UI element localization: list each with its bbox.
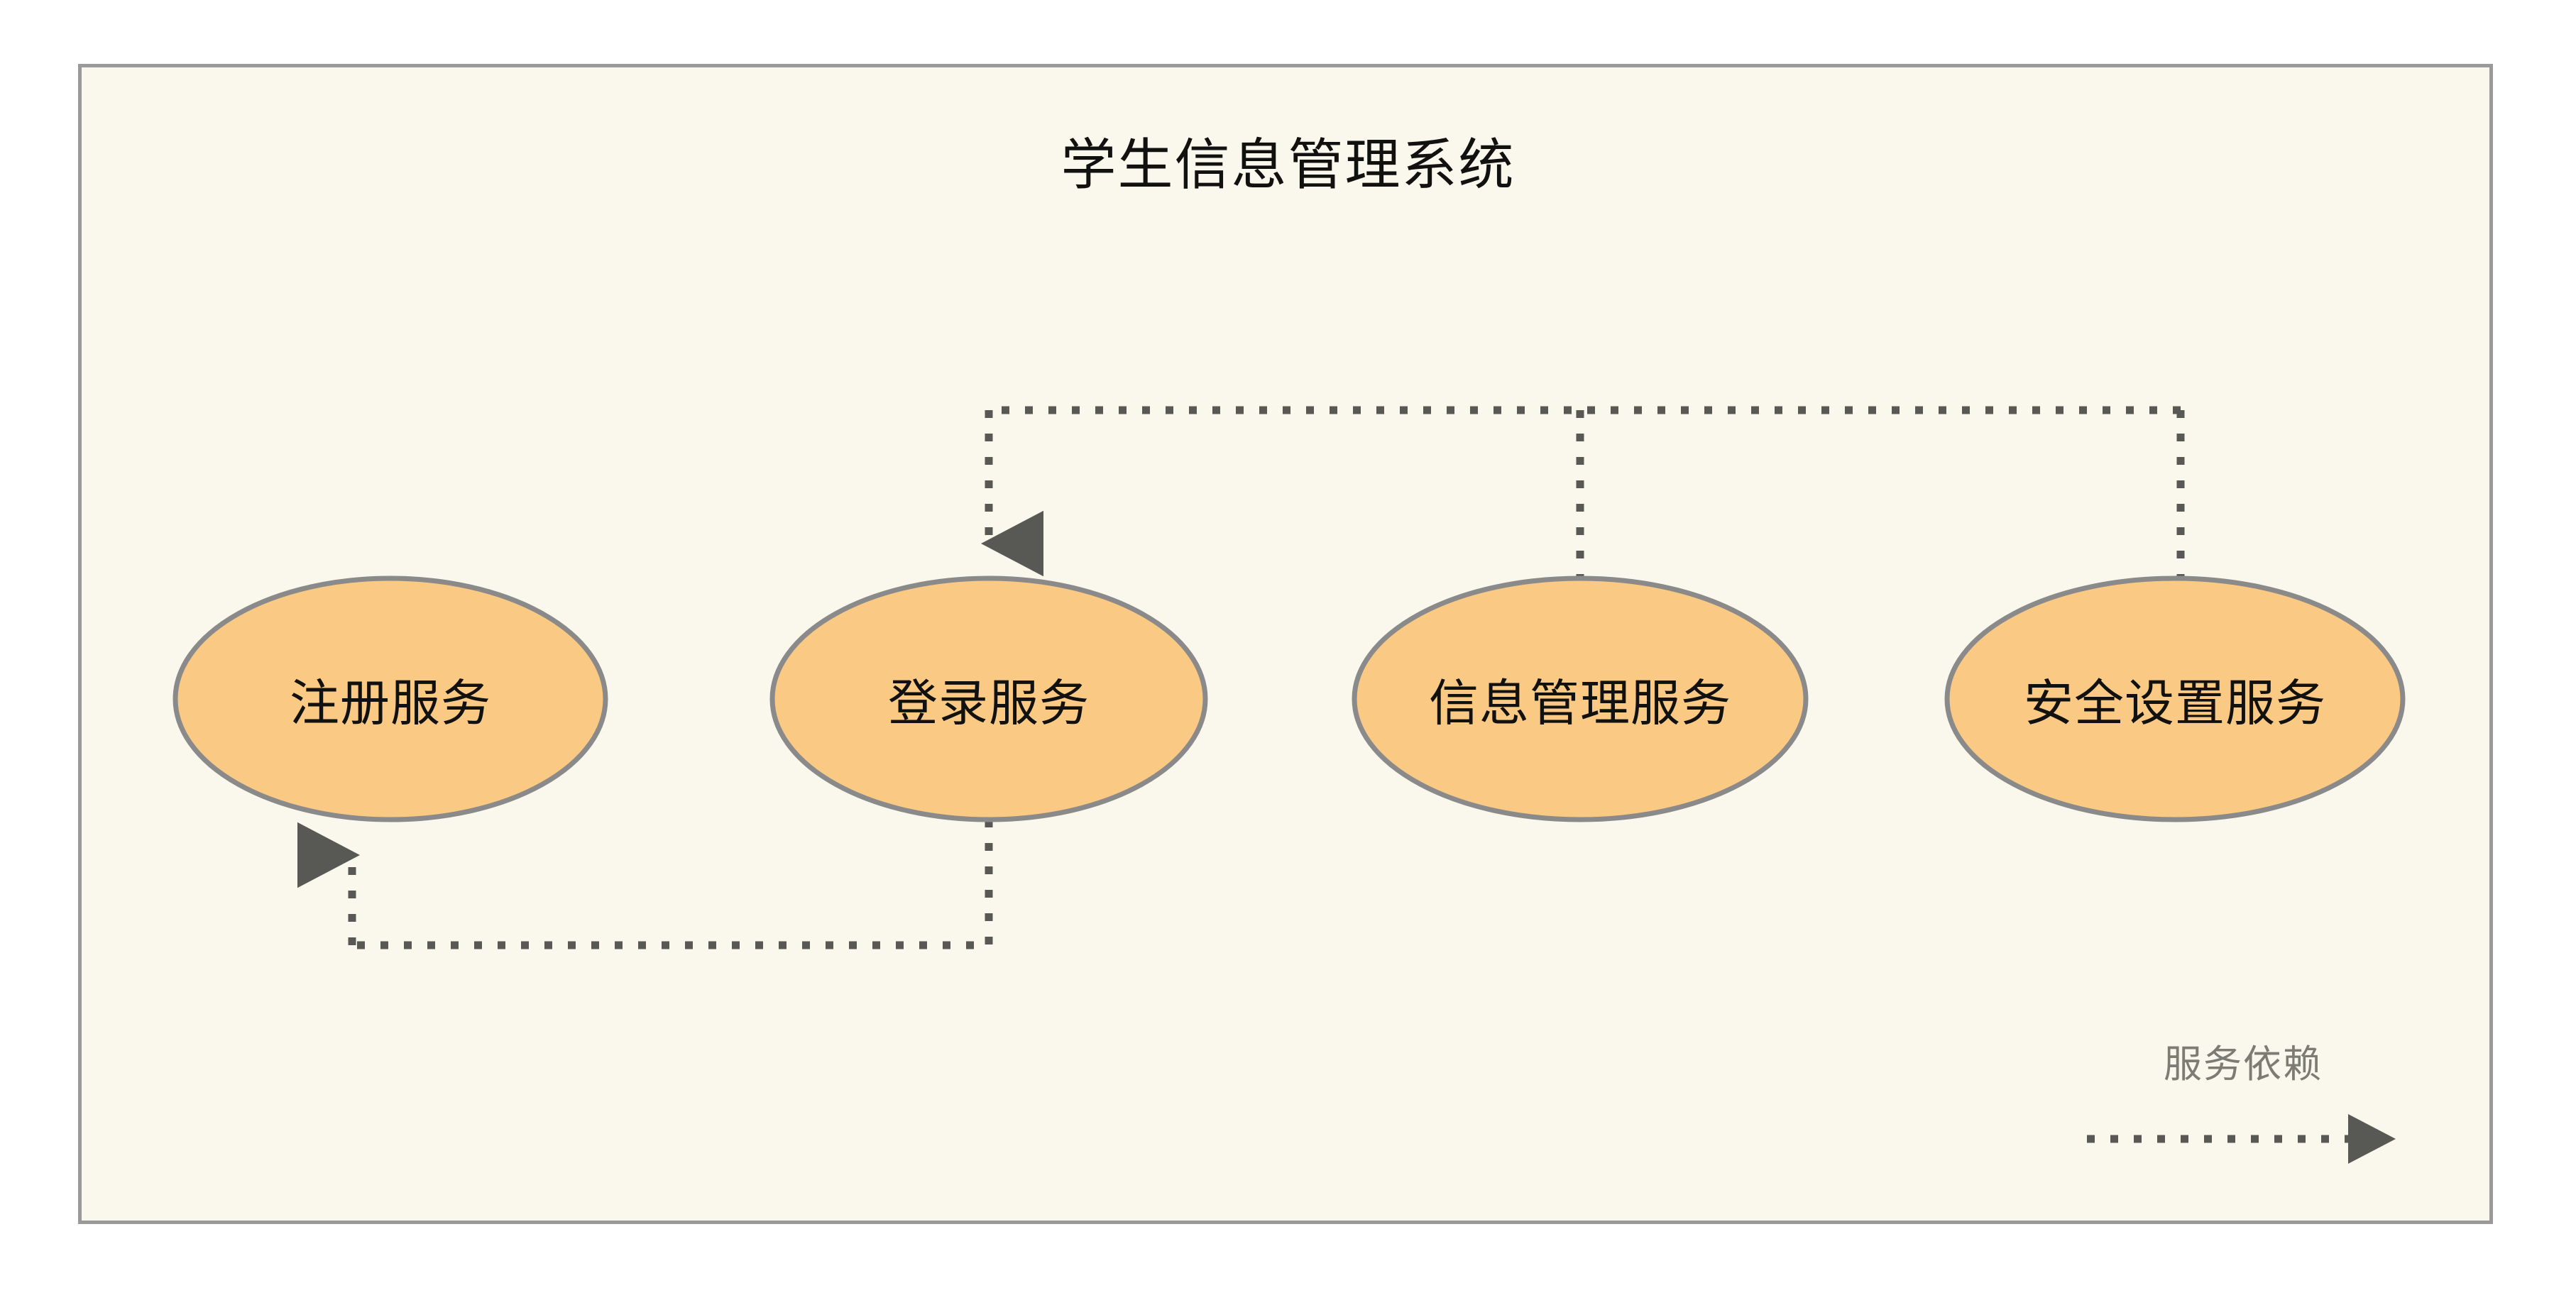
page-title: 学生信息管理系统 [1060,133,1516,196]
legend-label: 服务依赖 [2164,1043,2323,1086]
